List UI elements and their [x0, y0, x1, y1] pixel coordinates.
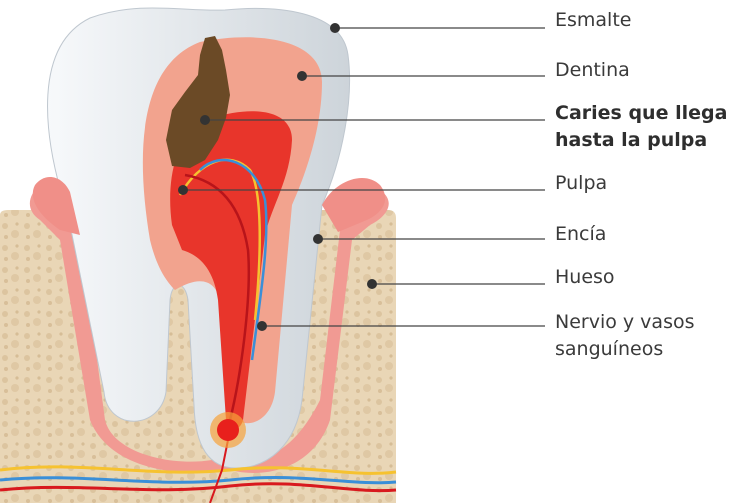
- leader-dots: [178, 23, 377, 331]
- pulp-vessels: [178, 158, 268, 421]
- label-caries-line2: hasta la pulpa: [555, 129, 708, 151]
- gum-right-lip: [322, 177, 386, 232]
- label-hueso: Hueso: [555, 266, 615, 288]
- label-dentina: Dentina: [555, 59, 630, 81]
- bottom-vessels: [0, 439, 397, 503]
- caries: [166, 36, 230, 168]
- leader-lines: [183, 27, 545, 327]
- label-nervio-line1: Nervio y vasos: [555, 311, 695, 333]
- label-encia: Encía: [555, 223, 607, 245]
- label-caries-line1: Caries que llega: [555, 102, 728, 124]
- label-esmalte: Esmalte: [555, 9, 632, 31]
- label-nervio: Nervio y vasos sanguíneos: [555, 310, 695, 361]
- infection-point: [217, 419, 239, 441]
- label-pulpa: Pulpa: [555, 172, 608, 194]
- gum-left-lip: [32, 176, 80, 235]
- label-caries: Caries que llega hasta la pulpa: [555, 101, 727, 152]
- label-nervio-line2: sanguíneos: [555, 338, 664, 360]
